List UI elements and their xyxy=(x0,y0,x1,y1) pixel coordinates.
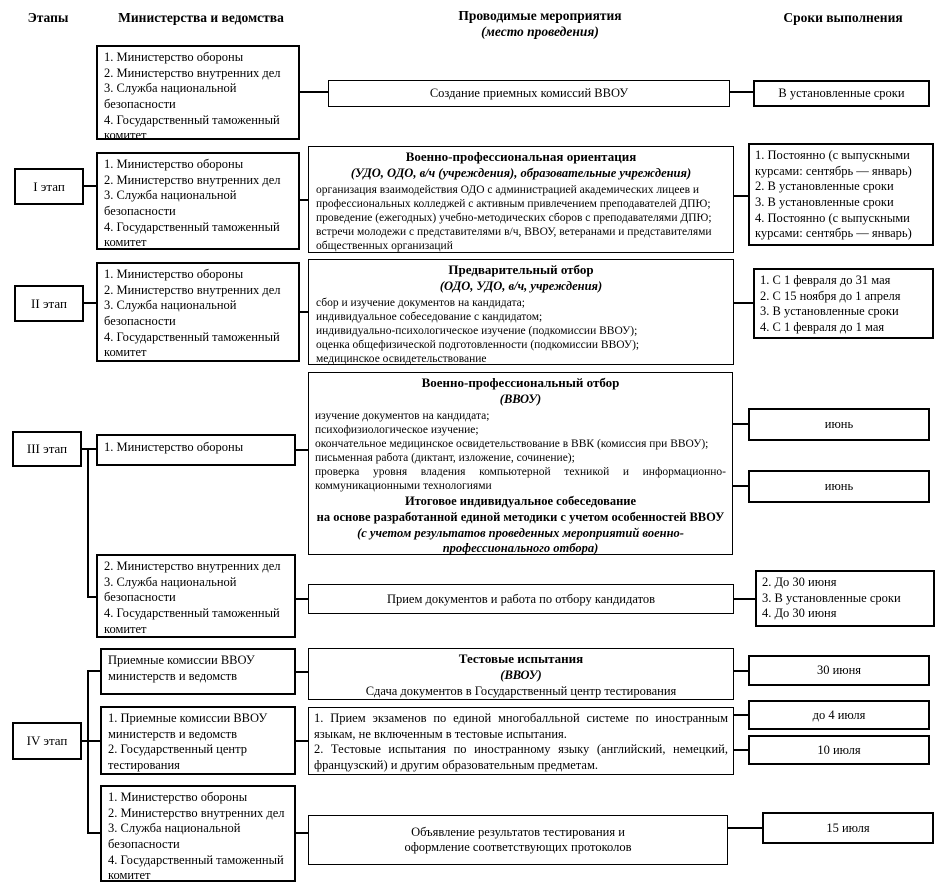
connector-line xyxy=(733,423,748,425)
stage-4-deadline-d-box: 15 июля xyxy=(762,812,934,844)
stage-3-activity-footer-italic: (с учетом результатов проведенных меропр… xyxy=(357,525,684,556)
stage-1-ministries-box: 1. Министерство обороны 2. Министерство … xyxy=(96,152,300,250)
stage-1-activity-subtitle: (УДО, ОДО, в/ч (учреждения), образовател… xyxy=(350,165,692,180)
connector-line xyxy=(82,740,88,742)
connector-line xyxy=(87,832,100,834)
connector-line xyxy=(734,598,755,600)
stage-1-activity-body: организация взаимодействия ОДО с админис… xyxy=(316,183,712,253)
stage-1-activity-box: Военно-профессиональная ориентация (УДО,… xyxy=(308,146,734,253)
connector-line xyxy=(87,740,100,742)
stage-4-activity-c-box: Объявление результатов тестирования и оф… xyxy=(308,815,728,865)
stage-3-deadline-june1-box: июнь xyxy=(748,408,930,441)
stage-1-activity-title: Военно-профессиональная ориентация xyxy=(405,149,637,164)
stage-1-deadline-text: 1. Постоянно (с выпускными курсами: сент… xyxy=(755,148,912,241)
connector-line xyxy=(296,740,308,742)
connector-line xyxy=(296,449,308,451)
row0-ministries-text: 1. Министерство обороны 2. Министерство … xyxy=(104,50,281,143)
stage-2-deadline-box: 1. С 1 февраля до 31 мая 2. С 15 ноября … xyxy=(753,268,934,339)
stage-4-deadline-a-box: 30 июня xyxy=(748,655,930,686)
connector-line xyxy=(734,195,748,197)
connector-line xyxy=(733,485,748,487)
column-header-activities-title: Проводимые мероприятия xyxy=(458,8,622,23)
stage-4-deadline-b-box: до 4 июля xyxy=(748,700,930,730)
connector-line xyxy=(734,714,748,716)
connector-line xyxy=(84,185,96,187)
stage-4-ministries-c-box: 1. Министерство обороны 2. Министерство … xyxy=(100,785,296,882)
stage-3-activity-footer-bold: Итоговое индивидуальное собеседование на… xyxy=(316,494,725,524)
stage-3-deadline2-box: 2. До 30 июня 3. В установленные сроки 4… xyxy=(755,570,935,627)
connector-line xyxy=(84,302,96,304)
stage-4-activity-a-subtitle: (ВВОУ) xyxy=(500,667,542,682)
connector-line xyxy=(296,598,308,600)
column-header-deadlines: Сроки выполнения xyxy=(783,10,903,25)
stage-3-deadline-june2-box: июнь xyxy=(748,470,930,503)
connector-line xyxy=(734,749,748,751)
connector-line xyxy=(87,448,89,598)
stage-3-ministry-defense-text: 1. Министерство обороны xyxy=(104,440,244,454)
connector-line xyxy=(300,199,308,201)
stage-2-ministries-box: 1. Министерство обороны 2. Министерство … xyxy=(96,262,300,362)
stage-4-ministries-a-box: Приемные комиссии ВВОУ министерств и вед… xyxy=(100,648,296,695)
connector-line xyxy=(734,302,753,304)
stage-4-activity-b-box: 1. Прием экзаменов по единой многобалльн… xyxy=(308,707,734,775)
row0-ministries-box: 1. Министерство обороны 2. Министерство … xyxy=(96,45,300,142)
stage-4-deadline-c-box: 10 июля xyxy=(748,735,930,765)
stage-4-activity-a-body: Сдача документов в Государственный центр… xyxy=(365,683,677,698)
connector-line xyxy=(296,832,308,834)
stage-2-deadline-text: 1. С 1 февраля до 31 мая 2. С 15 ноября … xyxy=(760,273,901,334)
stage-2-ministries-text: 1. Министерство обороны 2. Министерство … xyxy=(104,267,281,360)
stage-4-activity-b-text: 1. Прием экзаменов по единой многобалльн… xyxy=(314,711,728,772)
stage-4-activity-a-box: Тестовые испытания (ВВОУ) Сдача документ… xyxy=(308,648,734,700)
stage-3-ministries-other-box: 2. Министерство внутренних дел 3. Служба… xyxy=(96,554,296,638)
stage-2-activity-body: сбор и изучение документов на кандидата;… xyxy=(316,296,640,366)
stage-2-activity-title: Предварительный отбор xyxy=(448,262,594,277)
stage-3-activity2-box: Прием документов и работа по отбору канд… xyxy=(308,584,734,614)
stage-1-label-box: I этап xyxy=(14,168,84,205)
connector-line xyxy=(728,827,762,829)
stage-1-ministries-text: 1. Министерство обороны 2. Министерство … xyxy=(104,157,281,250)
row0-activity-box: Создание приемных комиссий ВВОУ xyxy=(328,80,730,107)
column-header-ministries: Министерства и ведомства xyxy=(118,10,284,25)
connector-line xyxy=(730,91,753,93)
row0-deadline-box: В установленные сроки xyxy=(753,80,930,107)
stage-4-ministries-c-text: 1. Министерство обороны 2. Министерство … xyxy=(108,790,285,883)
stage-2-activity-box: Предварительный отбор (ОДО, УДО, в/ч, уч… xyxy=(308,259,734,365)
stage-2-activity-subtitle: (ОДО, УДО, в/ч, учреждения) xyxy=(439,278,603,293)
stage-3-deadline2-text: 2. До 30 июня 3. В установленные сроки 4… xyxy=(762,575,901,621)
stage-3-activity-title: Военно-профессиональный отбор xyxy=(421,375,620,390)
connector-line xyxy=(300,311,308,313)
stage-4-ministries-b-text: 1. Приемные комиссии ВВОУ министерств и … xyxy=(108,711,268,772)
column-header-stages: Этапы xyxy=(27,10,69,25)
connector-line xyxy=(300,91,328,93)
stage-3-label-box: III этап xyxy=(12,431,82,467)
stage-3-activity-body: изучение документов на кандидата; психоф… xyxy=(315,409,726,493)
connector-line xyxy=(87,670,100,672)
connector-line xyxy=(296,671,308,673)
stage-4-activity-a-title: Тестовые испытания xyxy=(458,651,584,666)
connector-line xyxy=(82,448,96,450)
connector-line xyxy=(87,596,96,598)
connector-line xyxy=(734,670,748,672)
stage-2-label-box: II этап xyxy=(14,285,84,322)
stage-1-deadline-box: 1. Постоянно (с выпускными курсами: сент… xyxy=(748,143,934,246)
column-header-activities: Проводимые мероприятия (место проведения… xyxy=(370,8,710,40)
stage-4-ministries-b-box: 1. Приемные комиссии ВВОУ министерств и … xyxy=(100,706,296,775)
column-header-activities-subtitle: (место проведения) xyxy=(481,24,599,40)
stage-4-label-box: IV этап xyxy=(12,722,82,760)
stage-4-ministries-a-text: Приемные комиссии ВВОУ министерств и вед… xyxy=(108,653,255,683)
stage-3-activity-box: Военно-профессиональный отбор (ВВОУ) изу… xyxy=(308,372,733,555)
stage-3-ministry-defense-box: 1. Министерство обороны xyxy=(96,434,296,466)
connector-line xyxy=(87,670,89,834)
stage-3-activity-subtitle: (ВВОУ) xyxy=(499,391,542,406)
stage-3-ministries-other-text: 2. Министерство внутренних дел 3. Служба… xyxy=(104,559,281,636)
